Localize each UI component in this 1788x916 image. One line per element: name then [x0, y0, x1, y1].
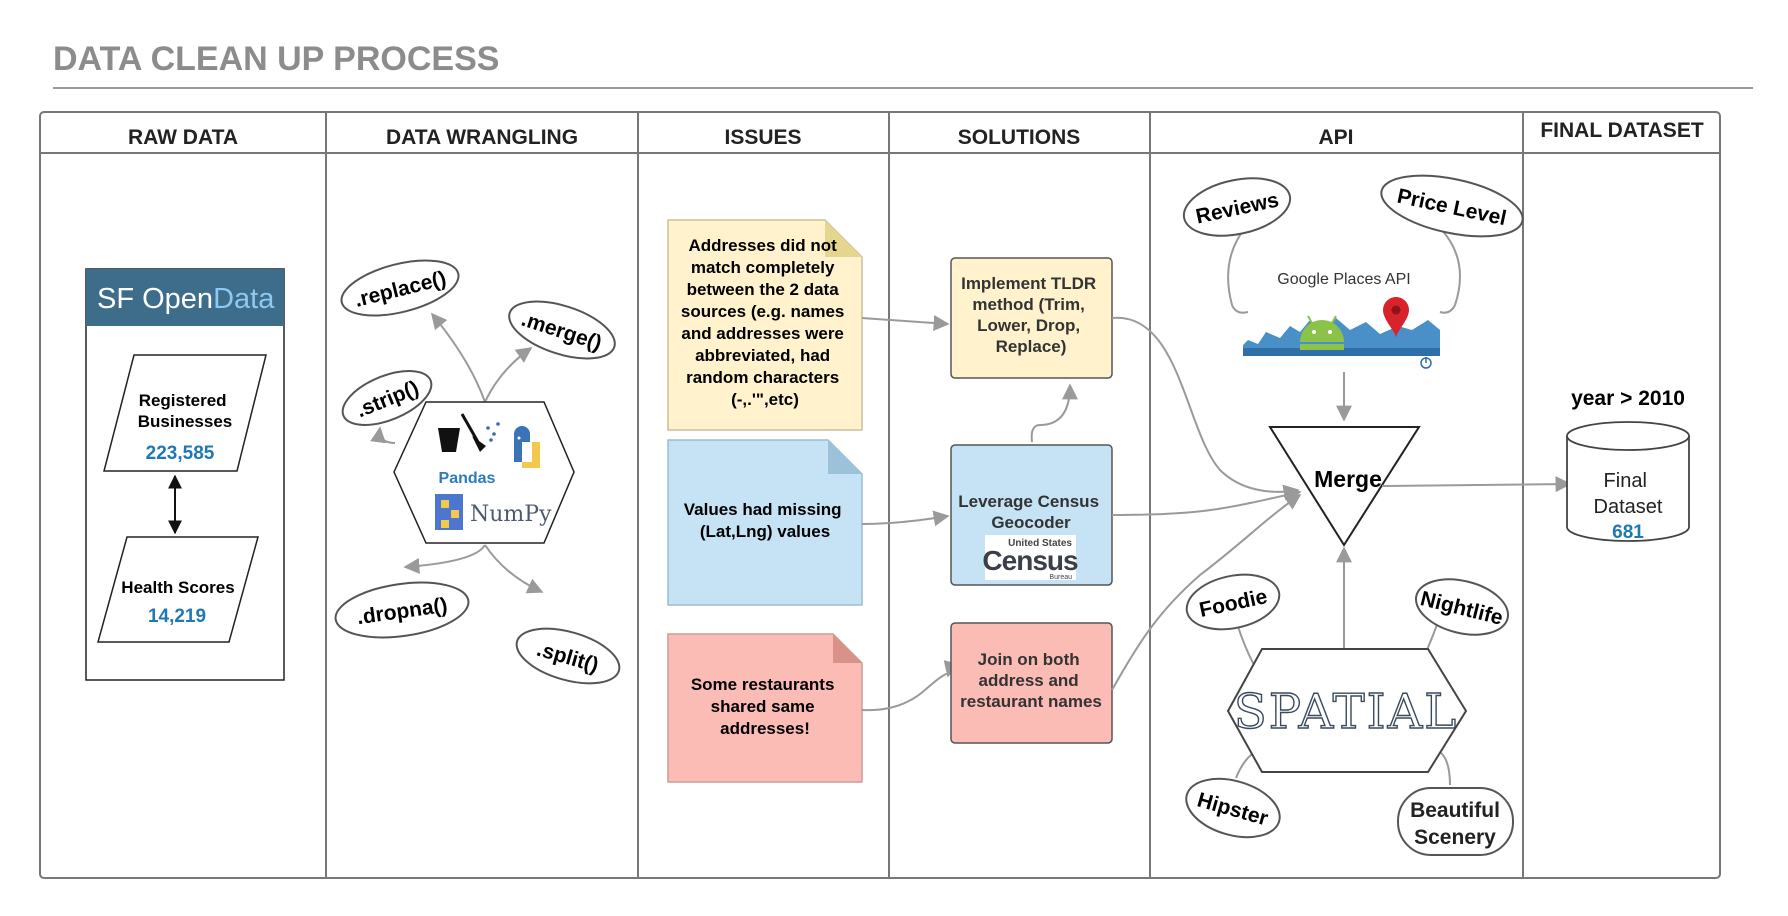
bubble-reviews: Reviews — [1182, 177, 1292, 237]
column-header-issues: ISSUES — [724, 126, 801, 149]
merge-label: Merge — [1314, 466, 1382, 492]
svg-text:Census: Census — [982, 545, 1078, 576]
registered-businesses-count: 223,585 — [146, 443, 215, 464]
svg-text:Leverage Census Geocoder: Leverage Census Geocoder — [958, 492, 1104, 532]
census-bureau-logo: United States Census Bureau — [982, 535, 1079, 581]
bubble-nightlife: Nightlife — [1414, 578, 1510, 636]
bubble-hipster: Hipster — [1185, 777, 1281, 839]
svg-text:Bureau: Bureau — [1049, 574, 1072, 581]
issue-note-addresses: Addresses did not match completely betwe… — [667, 219, 863, 431]
svg-text:Implement TLDR method (T: Implement TLDR method (Trim, Lower, Drop… — [961, 274, 1101, 356]
power-icon — [1420, 357, 1432, 369]
final-filter-label: year > 2010 — [1571, 387, 1685, 410]
final-dataset-count: 681 — [1612, 522, 1644, 543]
sf-opendata-header — [86, 269, 284, 326]
final-dataset-cylinder — [1566, 421, 1690, 542]
column-header-api: API — [1318, 126, 1353, 149]
solution-tldr-box: Implement TLDR method (Trim, Lower, Drop… — [950, 257, 1113, 379]
svg-text:United States: United States — [1008, 538, 1072, 549]
bubble-price-level: Price Level — [1380, 174, 1524, 238]
svg-text:Some restaurants shared: Some restaurants shared same addresses! — [691, 675, 839, 738]
google-places-android-icon — [1243, 315, 1440, 356]
google-places-api-label: Google Places API — [1277, 271, 1410, 288]
method-cloud-split: .split() — [515, 627, 621, 685]
page-title: DATA CLEAN UP PROCESS — [53, 40, 499, 78]
sf-opendata-logo: SF OpenData — [97, 283, 275, 315]
method-cloud-merge: .merge() — [508, 300, 616, 360]
issue-note-missing-latlng: Values had missing (Lat,Lng) values — [667, 439, 863, 606]
final-dataset-label: Final Dataset — [1594, 470, 1663, 518]
health-scores-node — [97, 536, 259, 643]
wrangling-arrows — [370, 312, 544, 594]
registered-businesses-node — [103, 354, 267, 472]
solution-census-box: Leverage Census Geocoder United States C… — [950, 444, 1113, 586]
merge-to-final-arrow — [1381, 476, 1572, 493]
merge-node — [1268, 426, 1421, 547]
health-scores-count: 14,219 — [148, 606, 206, 627]
column-header-data-wrangling: DATA WRANGLING — [386, 126, 578, 149]
issue-note-shared-addresses: Some restaurants shared same addresses! — [667, 633, 863, 783]
registered-businesses-label: Registered Businesses — [138, 391, 233, 431]
spatial-hexagon — [1226, 648, 1468, 773]
numpy-logo-icon — [435, 494, 463, 530]
swimlane-table — [39, 111, 1721, 879]
svg-text:Addresses did not match: Addresses did not match completely betwe… — [681, 236, 849, 409]
issue-solution-arrows — [861, 315, 1078, 712]
map-pin-icon — [1383, 297, 1409, 338]
solution-join-box: Join on both address and restaurant name… — [950, 622, 1113, 744]
solution-merge-arrows — [1111, 316, 1302, 691]
svg-text:Values had missing (Lat,: Values had missing (Lat,Lng) values — [684, 500, 847, 541]
svg-text:Join on both address and: Join on both address and restaurant name… — [960, 650, 1102, 711]
numpy-label: NumPy — [470, 502, 552, 527]
spatial-label: SPATIAL — [1234, 684, 1458, 740]
pandas-logo-icon — [438, 413, 540, 468]
column-header-raw-data: RAW DATA — [128, 126, 238, 149]
pandas-label: Pandas — [439, 470, 496, 487]
method-cloud-dropna: .dropna() — [334, 581, 470, 639]
method-cloud-replace: .replace() — [340, 259, 460, 317]
column-header-final-dataset: FINAL DATASET — [1540, 119, 1703, 142]
column-header-solutions: SOLUTIONS — [958, 126, 1081, 149]
health-scores-label: Health Scores — [121, 578, 234, 597]
bubble-foodie: Foodie — [1185, 573, 1281, 631]
